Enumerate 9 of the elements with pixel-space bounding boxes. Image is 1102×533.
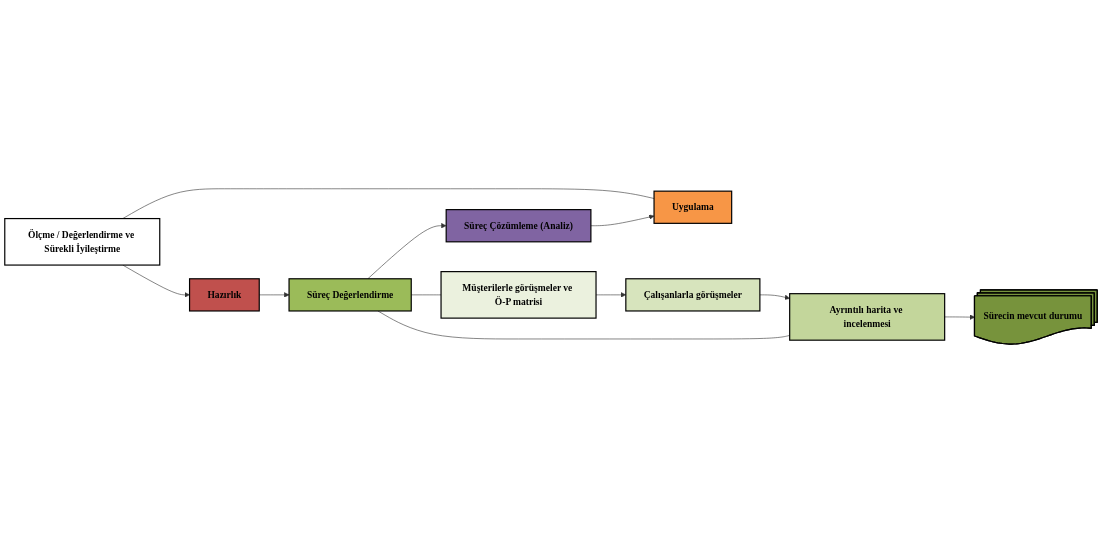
node-box: Uygulama [653,190,733,225]
node-box: Çalışanlarla görüşmeler [625,278,761,312]
node-box: Ölçme / Değerlendirme ve Sürekli İyileştirme [4,218,161,266]
node-box: Süreç Çözümleme (Analiz) [445,209,592,243]
node-box: Ayrıntılı harita ve incelenmesi [789,293,946,341]
node-box: Müşterilerle görüşmeler ve Ö-P matrisi [440,271,597,319]
node-box: Süreç Değerlendirme [288,278,412,312]
node-box: Hazırlık [188,278,260,312]
connector [122,188,655,219]
